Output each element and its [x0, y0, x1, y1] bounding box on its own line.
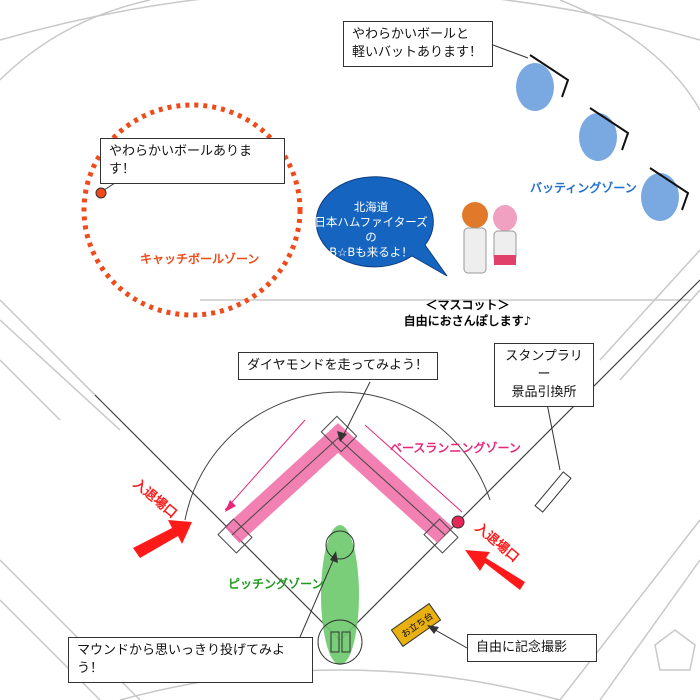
- home-plate-circle: [317, 619, 363, 665]
- base-running-zone-label: ベースランニングゾーン: [390, 441, 521, 455]
- infield-arc: [184, 391, 491, 521]
- batting-zone-label: バッティングゾーン: [530, 181, 637, 195]
- bubble-line2: 日本ハムファイターズの: [314, 215, 428, 244]
- entrance-arrow-right: [465, 550, 525, 590]
- speech-bubble: [315, 176, 448, 277]
- diamond-callout: ダイヤモンドを走ってみよう！: [238, 352, 438, 380]
- stamp-line1: スタンプラリー: [505, 349, 583, 382]
- entrance-arrow-left: [133, 520, 192, 558]
- catch-ball-zone-circle: [81, 102, 303, 318]
- bubble-line1: 北海道: [353, 200, 389, 214]
- first-base-line: [339, 279, 700, 641]
- mascot-figures: [462, 202, 517, 274]
- soft-ball-marker: [95, 187, 107, 199]
- mascot-label: ＜マスコット＞ 自由におさんぽします♪: [395, 297, 540, 329]
- speech-bubble-text: 北海道 日本ハムファイターズの B☆Bも来るよ！: [312, 200, 430, 260]
- mascot-label-line2: 自由におさんぽします♪: [403, 314, 532, 328]
- soft-ball-callout: やわらかいボールあります！: [100, 138, 285, 184]
- stamp-rally-booth: [534, 471, 572, 513]
- third-base-line: [94, 394, 341, 641]
- mound-callout: マウンドから思いっきり投げてみよう！: [68, 637, 313, 683]
- photo-callout: 自由に記念撮影: [467, 634, 597, 662]
- stamp-line2: 景品引換所: [511, 385, 577, 400]
- podium: [390, 602, 442, 648]
- entrance-marker: [451, 515, 465, 529]
- catch-zone-label: キャッチボールゾーン: [140, 252, 260, 266]
- bat-callout-line1: やわらかいボールと: [352, 27, 470, 42]
- mascot-label-line1: ＜マスコット＞: [425, 298, 510, 312]
- stamp-rally-callout: スタンプラリー 景品引換所: [494, 343, 594, 407]
- bat-callout: やわらかいボールと 軽いバットあります！: [343, 21, 493, 67]
- bat-callout-line2: 軽いバットあります！: [352, 45, 483, 60]
- batting-cages: [516, 54, 690, 221]
- pitching-zone-area: [321, 525, 359, 665]
- pitching-zone-label: ピッチングゾーン: [228, 577, 324, 591]
- bubble-line3: B☆Bも来るよ！: [329, 245, 413, 259]
- bases: [217, 415, 459, 554]
- pitchers-mound: [325, 530, 355, 560]
